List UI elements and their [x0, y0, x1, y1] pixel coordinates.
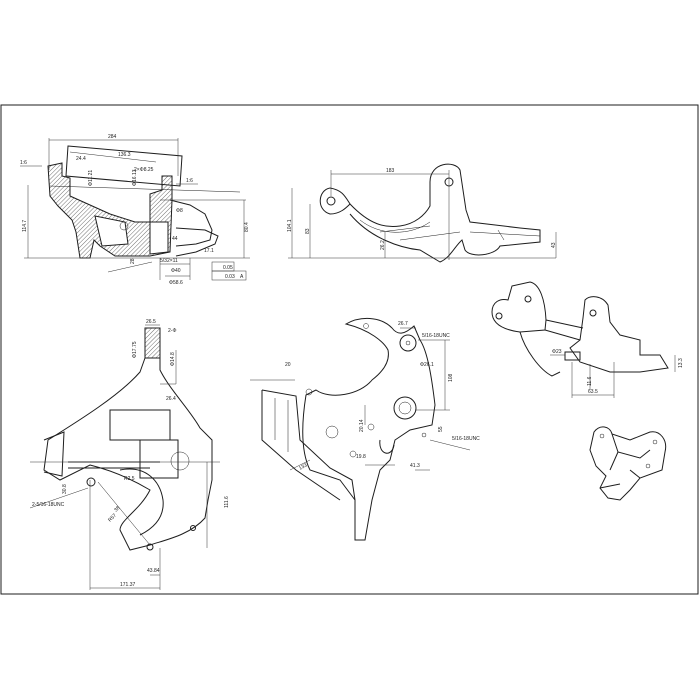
dim-label: 26.4: [166, 396, 176, 402]
dim-label: 43: [551, 242, 557, 248]
dim-label: 26.7: [398, 321, 408, 327]
dim-label: Φ58.6: [169, 280, 183, 286]
dim-label: 17.1: [204, 248, 214, 254]
dim-label: R2.5: [124, 476, 135, 482]
dim-label: 20: [285, 362, 291, 368]
dim-label: 0.05: [223, 265, 233, 271]
top-view: Φ23 11.6 63.5 13.3: [491, 281, 684, 398]
dim-label: 5/16-18UNC: [422, 333, 450, 339]
side-view: 183 104.1 83 26.2 43: [287, 163, 557, 263]
dim-label: Φ14.8: [170, 352, 176, 366]
dim-label: 83: [305, 228, 311, 234]
dim-label: 108: [448, 373, 454, 382]
dim-label: 80.4: [244, 222, 250, 232]
dim-label: 28: [130, 258, 136, 264]
dim-label: Φ16.13: [132, 169, 138, 186]
dim-label: 183: [386, 168, 395, 174]
dim-label: 19.8: [356, 454, 366, 460]
dim-label: 43.84: [147, 568, 160, 574]
dim-label: 38: [113, 505, 121, 513]
front-view: 26.5 2-Φ Φ17.75 Φ14.8 26.4 R2.5 30.8 2-5…: [29, 319, 230, 590]
isometric-view: [589, 426, 667, 501]
sheet-border: [0, 104, 699, 595]
dim-label: 1:6: [186, 178, 193, 184]
dim-label: A: [240, 274, 244, 280]
dim-label: 114.7: [22, 220, 28, 232]
dim-label: Φ26.1: [420, 362, 434, 368]
dim-label: 2-Φ: [168, 328, 176, 334]
dim-label: 2-5/16-18UNC: [32, 502, 65, 508]
dim-label: 5/16-18UNC: [452, 436, 480, 442]
dim-label: 104.1: [287, 219, 293, 232]
rear-view: 26.7 5/16-18UNC Φ26.1 20 108 20.14 19.8 …: [250, 318, 480, 541]
dim-label: 0.03: [225, 274, 235, 280]
dim-label: Φ17.75: [132, 341, 138, 358]
dim-label: Φ11.21: [88, 170, 94, 186]
dim-label: 111.6: [224, 496, 230, 508]
dim-label: 2×Φ8.25: [134, 167, 154, 173]
dim-label: 284: [108, 134, 117, 140]
dim-label: 44: [172, 236, 178, 242]
dim-label: 30.8: [62, 484, 68, 494]
dim-label: 11.6: [587, 376, 593, 386]
dim-label: R57: [107, 513, 118, 524]
section-view: 284 24.4 136.3 2×Φ8.25 Φ11.21 Φ16.13 1:6…: [20, 134, 250, 286]
dim-label: 133: [298, 462, 308, 471]
dim-label: 63.5: [588, 389, 598, 395]
dim-label: Φ23: [552, 349, 562, 355]
dim-label: 26.2: [380, 240, 386, 250]
dim-label: Φ8: [176, 208, 183, 214]
dim-label: 1:6: [20, 160, 27, 166]
dim-label: 136.3: [118, 152, 131, 158]
dim-label: 24.4: [76, 156, 86, 162]
dim-label: 171.37: [120, 582, 136, 588]
dim-label: 13.3: [678, 358, 684, 368]
dim-label: 5/32×11: [160, 258, 178, 264]
dim-label: 20.14: [359, 419, 365, 432]
dim-label: Φ40: [171, 268, 181, 274]
dim-label: 55: [438, 426, 444, 432]
dim-label: 41.3: [410, 463, 420, 469]
dim-label: 26.5: [146, 319, 156, 325]
